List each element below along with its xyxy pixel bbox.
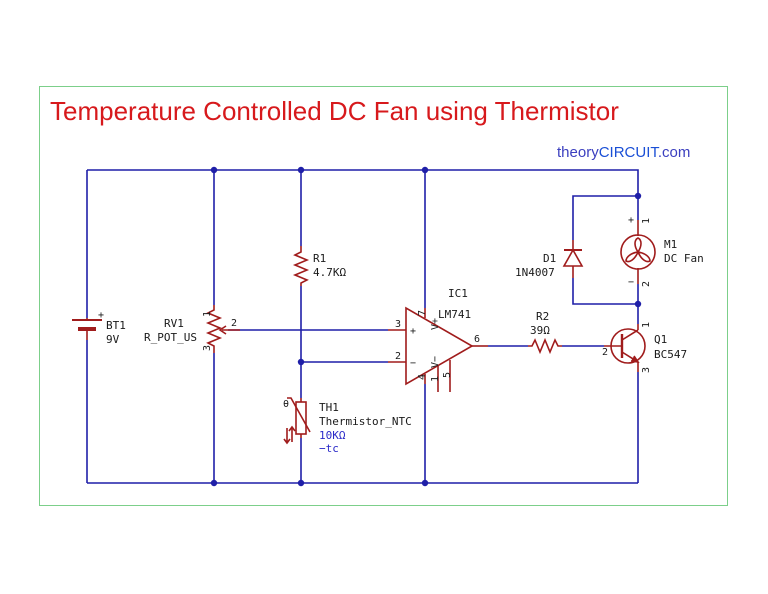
junction-dot — [421, 479, 429, 487]
diagram-title: Temperature Controlled DC Fan using Ther… — [50, 96, 619, 126]
battery-plus-label: + — [98, 310, 104, 321]
wire-diode-top — [572, 195, 638, 240]
transistor-symbol — [604, 324, 646, 372]
r1-value-label: 4.7KΩ — [313, 266, 346, 279]
rv1-ref-label: RV1 — [164, 317, 184, 330]
potentiometer-symbol — [205, 305, 240, 353]
bt1-ref-label: BT1 — [106, 319, 126, 332]
m1-plus-label: + — [628, 215, 634, 226]
q1-pin3-label: 3 — [641, 367, 652, 373]
junction-dot — [634, 192, 642, 200]
r2-value-label: 39Ω — [530, 324, 550, 337]
th1-resistance-label: 10KΩ — [319, 429, 346, 442]
r2-ref-label: R2 — [536, 310, 549, 323]
brand-highlight: CIRCUIT — [598, 144, 658, 161]
th1-value-label: Thermistor_NTC — [319, 415, 412, 428]
ic1-vplus-label: V+ — [430, 318, 441, 330]
diode-symbol — [562, 240, 584, 278]
junction-dot — [634, 300, 642, 308]
d1-value-label: 1N4007 — [515, 266, 555, 279]
brand-prefix: theory — [557, 144, 599, 161]
fan-motor-symbol — [620, 220, 656, 284]
junction-dot — [210, 479, 218, 487]
ic1-pin5-label: 5 — [442, 372, 453, 378]
rv1-value-label: R_POT_US — [144, 331, 197, 344]
brand-suffix: .com — [657, 144, 691, 161]
ic1-noninverting-label: + — [410, 326, 416, 337]
ic1-value-label: LM741 — [438, 308, 471, 321]
q1-value-label: BC547 — [654, 348, 687, 361]
resistor-r2-symbol — [528, 337, 562, 355]
junctions — [210, 166, 642, 487]
r1-ref-label: R1 — [313, 252, 326, 265]
m1-value-label: DC Fan — [664, 252, 704, 265]
opamp-symbol — [388, 306, 488, 392]
ic1-vminus-label: V− — [430, 356, 441, 368]
q1-ref-label: Q1 — [654, 333, 667, 346]
junction-dot — [297, 166, 305, 174]
th1-theta-label: θ — [283, 399, 289, 410]
thermistor-symbol — [283, 397, 311, 445]
wire-diode-bottom — [572, 278, 638, 305]
junction-dot — [297, 479, 305, 487]
ic1-ref-label: IC1 — [448, 287, 468, 300]
rv1-pin1-label: 1 — [202, 311, 213, 317]
wires — [86, 169, 639, 484]
battery-symbol — [72, 318, 102, 340]
q1-pin1-label: 1 — [641, 322, 652, 328]
junction-dot — [297, 358, 305, 366]
ic1-pin6-label: 6 — [474, 334, 480, 345]
ic1-pin7-label: 7 — [417, 310, 428, 316]
junction-dot — [421, 166, 429, 174]
m1-minus-label: − — [628, 277, 634, 288]
wire-top-rail — [87, 169, 639, 196]
resistor-r1-symbol — [292, 246, 310, 286]
rv1-pin3-label: 3 — [202, 345, 213, 351]
ic1-pin1-label: 1 — [430, 376, 441, 382]
brand-watermark: theoryCIRCUIT.com — [557, 144, 690, 161]
m1-pin2-label: 2 — [641, 281, 652, 287]
ic1-pin3-label: 3 — [395, 319, 401, 330]
m1-pin1-label: 1 — [641, 218, 652, 224]
m1-ref-label: M1 — [664, 238, 677, 251]
th1-tc-label: −tc — [319, 442, 339, 455]
rv1-pin2-label: 2 — [231, 318, 237, 329]
junction-dot — [210, 166, 218, 174]
th1-ref-label: TH1 — [319, 401, 339, 414]
bt1-value-label: 9V — [106, 333, 120, 346]
d1-ref-label: D1 — [543, 252, 556, 265]
ic1-pin2-label: 2 — [395, 351, 401, 362]
schematic-frame — [39, 86, 728, 506]
ic1-inverting-label: − — [410, 358, 416, 369]
ic1-pin4-label: 4 — [417, 374, 428, 380]
q1-pin2-label: 2 — [602, 347, 608, 358]
